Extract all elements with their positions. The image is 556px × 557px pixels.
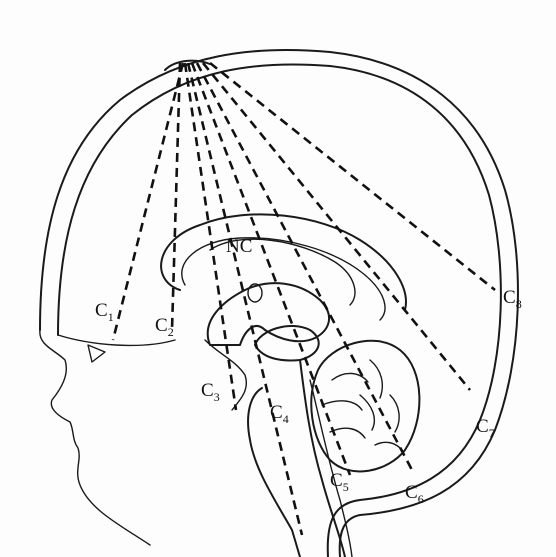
scan-line-c8 bbox=[210, 63, 495, 290]
label-c6: C6 bbox=[405, 482, 424, 506]
eye-icon bbox=[88, 345, 105, 362]
label-c1: C1 bbox=[95, 300, 114, 324]
midbrain bbox=[255, 326, 319, 361]
label-c2: C2 bbox=[155, 315, 174, 339]
face-profile bbox=[40, 330, 150, 545]
skull-inner bbox=[58, 64, 501, 557]
scan-line-c6 bbox=[197, 63, 412, 470]
brainstem-back bbox=[300, 360, 345, 557]
forehead-line bbox=[58, 335, 175, 345]
scan-line-c7 bbox=[203, 63, 470, 390]
label-c7: C7 bbox=[476, 416, 495, 440]
label-c5: C5 bbox=[330, 470, 349, 494]
scan-line-c1 bbox=[113, 63, 183, 340]
skull-outer bbox=[40, 50, 518, 557]
scan-lines bbox=[113, 63, 495, 535]
scan-line-c4 bbox=[188, 63, 302, 535]
fourth-ventricle bbox=[310, 380, 352, 557]
label-c4: C4 bbox=[270, 402, 289, 426]
label-nc: NC bbox=[226, 236, 252, 257]
label-c3: C3 bbox=[201, 380, 220, 404]
